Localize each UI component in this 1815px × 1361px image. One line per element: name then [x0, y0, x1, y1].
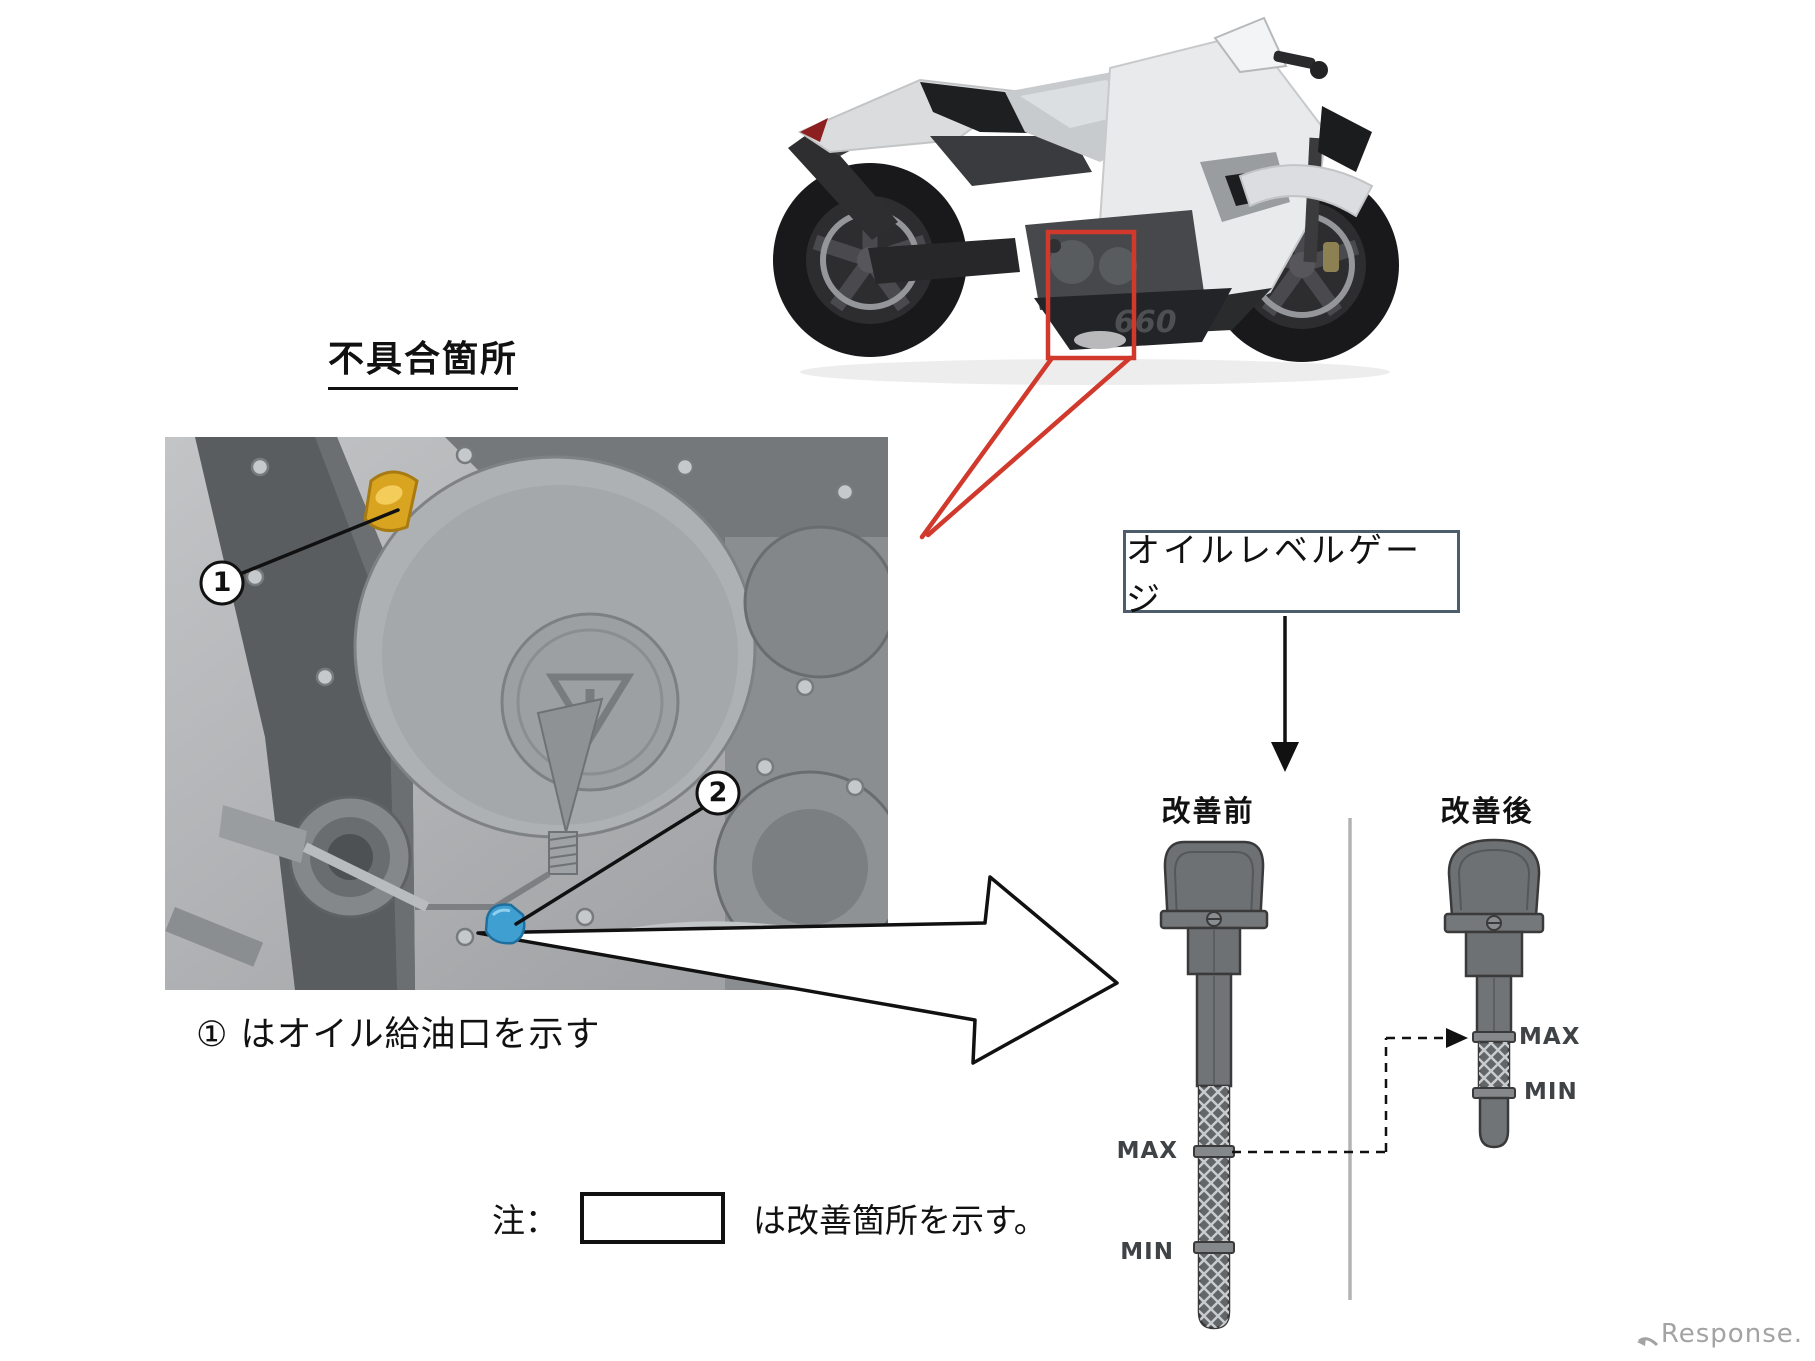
gauge-label: オイルレベルゲージ — [1126, 530, 1422, 620]
gauge-pointer-arrow — [1271, 616, 1299, 772]
max-label-after: MAX — [1519, 1024, 1581, 1050]
min-label-before: MIN — [1120, 1239, 1174, 1265]
big-arrow — [476, 875, 1119, 1065]
level-connector-dashed — [1232, 1028, 1468, 1154]
min-label-after: MIN — [1524, 1079, 1578, 1105]
callout-1-number: 1 — [212, 567, 232, 598]
oil-filler-caption: ① はオイル給油口を示す — [196, 1015, 601, 1055]
callout-2-marker — [695, 770, 741, 816]
before-label: 改善前 — [1161, 794, 1255, 828]
highlight-leader-lines — [919, 355, 1133, 540]
highlight-rect — [1045, 229, 1137, 361]
note-prefix: 注： — [492, 1201, 558, 1240]
oil-level-gauge-part — [484, 903, 526, 945]
max-label-before: MAX — [1116, 1138, 1178, 1164]
note: 注： は改善箇所を示す。 — [492, 1192, 1047, 1244]
callout-leaders — [238, 508, 706, 926]
watermark: Response. — [1636, 1319, 1803, 1349]
after-label: 改善後 — [1440, 794, 1534, 828]
dipstick-after — [1443, 838, 1545, 1149]
dipstick-before — [1159, 840, 1269, 1330]
oil-filler-cap — [363, 470, 419, 533]
watermark-arrow-icon — [1636, 1337, 1658, 1347]
engine-photo — [165, 437, 888, 990]
callout-2-number: 2 — [708, 777, 728, 808]
watermark-text: Response. — [1660, 1319, 1803, 1349]
gauge-label-box: オイルレベルゲージ — [1123, 530, 1460, 620]
defect-title: 不具合箇所 — [328, 330, 519, 390]
model-graphic: 660 — [1114, 305, 1177, 340]
note-box — [580, 1192, 725, 1244]
note-suffix: は改善箇所を示す。 — [753, 1201, 1047, 1240]
motorcycle-photo: 660 — [773, 16, 1399, 385]
callout-1-marker — [199, 560, 245, 606]
